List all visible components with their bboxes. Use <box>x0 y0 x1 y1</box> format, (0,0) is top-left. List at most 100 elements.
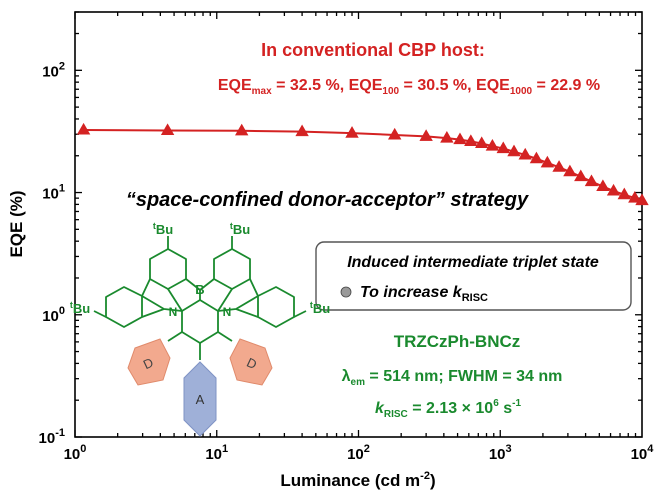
tbu-top-right: tBu <box>230 221 250 237</box>
x-axis-title-close: ) <box>430 471 436 490</box>
data-point-triangle <box>552 160 566 172</box>
x-axis-ticks <box>74 12 637 437</box>
x-tick-base: 10 <box>489 446 506 463</box>
y-tick-base: 10 <box>42 186 59 203</box>
data-point-triangle <box>160 123 175 135</box>
y-tick-label: 100 <box>42 305 65 325</box>
eqe-1000-label: EQE <box>472 77 511 94</box>
x-axis-title-text: Luminance (cd m <box>280 471 420 490</box>
krisc-increase-sub: RISC <box>462 292 488 304</box>
y-tick-base: 10 <box>42 308 59 325</box>
eqe-max-value: = 32.5 %, <box>272 77 345 94</box>
eqe-100-label: EQE <box>344 77 383 94</box>
compound-name: TRZCzPh-BNCz <box>394 332 521 351</box>
x-tick-base: 10 <box>64 446 81 463</box>
lambda-rest: = 514 nm; FWHM = 34 nm <box>365 368 562 385</box>
data-point-triangle <box>345 126 359 138</box>
x-tick-exp: 0 <box>80 443 86 455</box>
data-point-triangle <box>507 144 521 157</box>
x-tick-label: 104 <box>631 443 655 463</box>
x-tick-base: 10 <box>631 446 648 463</box>
data-point-triangle <box>635 193 649 206</box>
y-axis-ticks <box>75 11 642 438</box>
tbu-t: t <box>153 221 156 231</box>
x-tick-label: 102 <box>347 443 370 463</box>
eqe-1000-value: = 22.9 % <box>532 77 600 94</box>
y-tick-exp: 1 <box>59 183 65 195</box>
krisc-unit-exp: -1 <box>512 398 521 409</box>
y-tick-label: 10-1 <box>39 427 65 447</box>
x-tick-exp: 3 <box>506 443 512 455</box>
molecule-bonds <box>93 236 307 360</box>
lambda-sub: em <box>351 377 366 388</box>
tbu-bu: Bu <box>313 301 330 316</box>
data-point-triangle <box>574 169 588 182</box>
tbu-bu: Bu <box>73 301 90 316</box>
data-point-triangle <box>563 164 577 177</box>
y-tick-exp: -1 <box>55 427 65 439</box>
tbu-t: t <box>310 300 313 310</box>
data-point-triangle <box>475 136 489 149</box>
eqe-100-sub: 100 <box>382 86 399 97</box>
data-point-triangle <box>295 124 309 137</box>
triplet-line: Induced intermediate triplet state <box>347 254 599 271</box>
triplet-info-box <box>315 241 632 311</box>
tbu-t: t <box>230 221 233 231</box>
x-axis-title: Luminance (cd m-2) <box>280 470 435 490</box>
x-axis-title-sup: -2 <box>420 470 430 482</box>
eqe-max-sub: max <box>252 86 272 97</box>
lambda-symbol: λ <box>342 368 351 385</box>
donor-pad-right <box>229 338 273 386</box>
data-point-triangle <box>617 187 631 200</box>
krisc-value: = 2.13 × 10 <box>408 400 494 417</box>
x-tick-base: 10 <box>205 446 222 463</box>
y-tick-label: 101 <box>42 183 65 203</box>
tbu-t: t <box>70 300 73 310</box>
krisc-exp: 6 <box>493 398 499 409</box>
x-tick-label: 100 <box>64 443 87 463</box>
emission-line: λem = 514 nm; FWHM = 34 nm <box>342 368 563 388</box>
data-point-triangle <box>540 155 555 168</box>
tbu-left: tBu <box>70 300 90 316</box>
eqe-1000-sub: 1000 <box>510 86 533 97</box>
host-heading: In conventional CBP host: <box>261 40 485 60</box>
data-point-triangle <box>628 191 642 203</box>
eqe-values-line: EQEmax = 32.5 %, EQE100 = 30.5 %, EQE100… <box>218 77 600 97</box>
data-point-triangle <box>453 132 467 145</box>
tbu-right: tBu <box>310 300 330 316</box>
data-point-triangle <box>235 123 249 136</box>
acceptor-pad <box>183 361 217 437</box>
eqe-max-label: EQE <box>218 77 252 94</box>
bullet-icon <box>340 286 352 298</box>
krisc-k: k <box>375 400 385 417</box>
y-tick-base: 10 <box>42 63 59 80</box>
krisc-increase-k: k <box>453 284 463 301</box>
x-tick-exp: 4 <box>647 443 654 455</box>
data-point-triangle <box>584 174 599 187</box>
krisc-increase-line: To increase kRISC <box>360 284 488 304</box>
donor-pad-left <box>127 338 171 386</box>
y-tick-exp: 2 <box>59 60 65 72</box>
krisc-increase-prefix: To increase <box>360 284 453 301</box>
krisc-line: kRISC = 2.13 × 106 s-1 <box>375 398 521 420</box>
molecule-structure: D D A B N N tBu tBu tBu tBu <box>70 221 330 437</box>
data-point-triangle <box>76 122 91 135</box>
eqe-100-value: = 30.5 %, <box>399 77 472 94</box>
x-tick-base: 10 <box>347 446 364 463</box>
nitrogen-right: N <box>223 305 232 319</box>
y-tick-exp: 0 <box>59 305 65 317</box>
x-tick-exp: 1 <box>222 443 228 455</box>
y-axis-title: EQE (%) <box>7 190 26 257</box>
y-tick-base: 10 <box>39 430 56 447</box>
tbu-top-left: tBu <box>153 221 173 237</box>
y-tick-label: 102 <box>42 60 65 80</box>
data-point-triangle <box>596 179 610 192</box>
nitrogen-left: N <box>169 305 178 319</box>
data-point-triangle <box>387 127 402 140</box>
x-tick-label: 101 <box>205 443 228 463</box>
data-point-triangle <box>485 138 500 151</box>
krisc-sub: RISC <box>384 409 408 420</box>
